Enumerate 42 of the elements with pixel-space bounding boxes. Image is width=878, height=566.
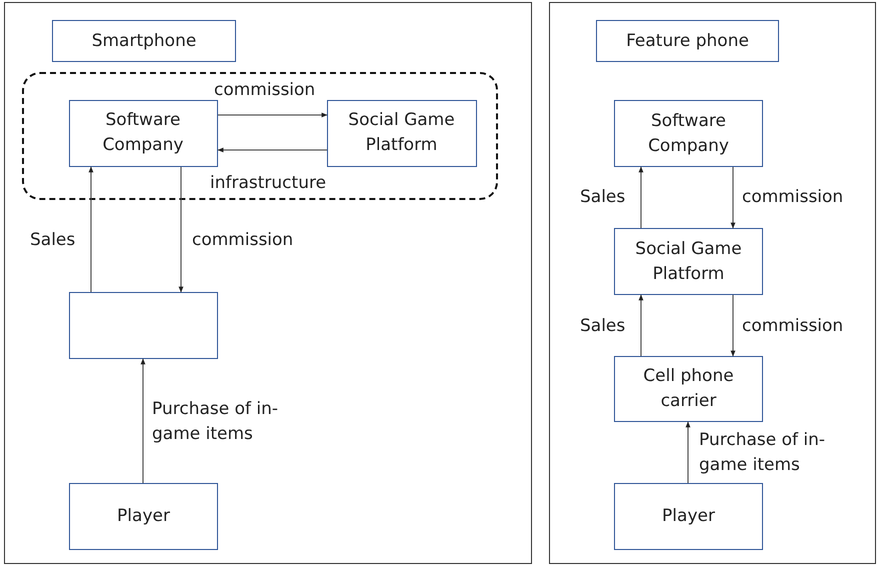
node-label: Social Game Platform [634, 238, 743, 286]
process-box [614, 356, 763, 422]
edge-label: Sales [580, 315, 626, 338]
panel-frame [549, 2, 876, 564]
arrow [686, 421, 690, 484]
edge-label: commission [214, 79, 316, 102]
node-label: Smartphone [92, 30, 196, 53]
edge-label: Purchase of in-game items [152, 398, 280, 446]
edge-label: commission [742, 186, 844, 209]
arrow [730, 294, 736, 357]
arrow [638, 166, 644, 228]
process-box [614, 100, 763, 167]
heading-box [596, 20, 779, 62]
edge-label: commission [192, 229, 294, 252]
arrow [140, 358, 146, 484]
node-label: Cell phone carrier [642, 365, 735, 413]
edge-label: Purchase of in-game items [699, 429, 826, 477]
node-label: Social Game Platform [347, 109, 456, 157]
arrow [638, 294, 644, 356]
edge-label: infrastructure [210, 172, 328, 195]
node-label: Software Company [647, 110, 730, 158]
heading-box [52, 20, 236, 62]
process-box [69, 483, 218, 550]
edge-label: commission [742, 315, 844, 338]
node-label: Player [117, 505, 170, 528]
process-box [614, 483, 763, 550]
arrow [218, 112, 328, 118]
edge-label: Sales [580, 186, 626, 209]
process-box [614, 228, 763, 295]
arrow [88, 166, 94, 292]
panel-frame [4, 2, 532, 564]
arrow [217, 148, 328, 152]
process-box [68, 100, 218, 166]
process-box [69, 292, 218, 359]
dashed-group-frame [22, 72, 498, 200]
node-label: Player [662, 505, 715, 528]
arrow [178, 166, 184, 293]
node-label: Software Company [102, 109, 184, 157]
process-box [326, 100, 476, 166]
node-label: Feature phone [626, 30, 749, 53]
arrow [730, 166, 736, 229]
edge-label: Sales [30, 229, 76, 252]
